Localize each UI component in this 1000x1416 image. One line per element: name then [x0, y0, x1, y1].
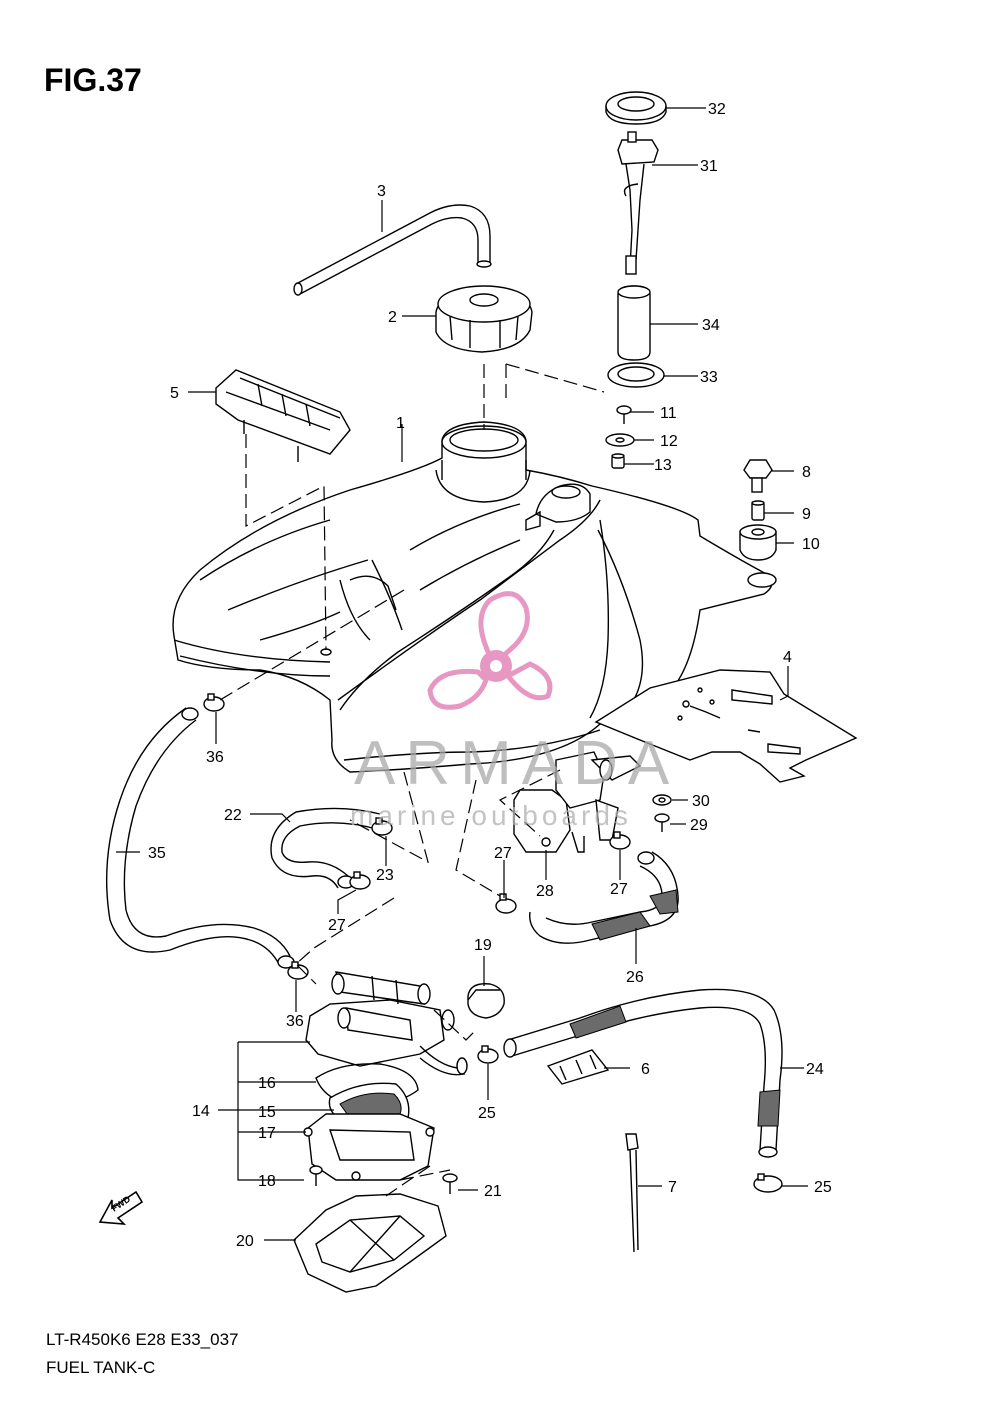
callout-26: 26 — [626, 969, 644, 986]
callout-20: 20 — [236, 1233, 254, 1250]
part-14-fuel-pump — [305, 971, 468, 1076]
part-11-screw — [616, 405, 632, 424]
part-25-clamp-a — [477, 1045, 499, 1064]
arrow-left-icon — [98, 1190, 144, 1225]
callout-35: 35 — [148, 845, 166, 862]
diagram-code: LT-R450K6 E28 E33_037 — [46, 1330, 239, 1349]
callout-numbers: 1 2 3 4 5 6 7 8 9 10 11 12 13 14 15 16 1… — [148, 101, 832, 1250]
part-28-fuel-valve — [513, 751, 642, 853]
part-10-cushion — [739, 524, 777, 561]
callout-25-a: 25 — [478, 1105, 496, 1122]
part-33-gasket — [607, 362, 665, 388]
armada-propeller-logo — [427, 591, 553, 710]
callout-7: 7 — [668, 1179, 677, 1196]
part-17-body — [303, 1113, 435, 1181]
part-12-washer — [605, 433, 635, 447]
callout-36-a: 36 — [206, 749, 224, 766]
part-7-cable-tie — [625, 1133, 639, 1253]
part-6-guard — [546, 1049, 610, 1085]
callout-8: 8 — [802, 464, 811, 481]
part-24-hose — [503, 988, 783, 1158]
callout-4: 4 — [783, 649, 792, 666]
part-18-screw — [309, 1165, 323, 1186]
callout-18: 18 — [258, 1173, 276, 1190]
callout-17: 17 — [258, 1125, 276, 1142]
part-23-clamp — [371, 817, 393, 836]
callout-29: 29 — [690, 817, 708, 834]
diagram-name: FUEL TANK-C — [46, 1358, 156, 1377]
part-26-hose — [529, 851, 679, 944]
part-2-fuel-cap — [435, 285, 533, 353]
alignment-lines — [219, 363, 605, 1197]
part-3-vent-hose — [293, 204, 492, 296]
callout-25-b: 25 — [814, 1179, 832, 1196]
fwd-marker: FWD — [98, 1190, 144, 1225]
callout-24: 24 — [806, 1061, 824, 1078]
part-20-bracket — [293, 1193, 447, 1293]
callout-6: 6 — [641, 1061, 650, 1078]
part-4-plate — [594, 669, 858, 783]
callout-27-a: 27 — [328, 917, 346, 934]
part-8-bolt — [743, 459, 773, 493]
part-5-pad — [215, 369, 351, 462]
callout-31: 31 — [700, 158, 718, 175]
part-30-washer — [652, 794, 672, 806]
callout-22: 22 — [224, 807, 242, 824]
callout-10: 10 — [802, 536, 820, 553]
callout-21: 21 — [484, 1183, 502, 1200]
part-31-sensor-head — [617, 131, 659, 275]
callout-13: 13 — [654, 457, 672, 474]
callout-33: 33 — [700, 369, 718, 386]
leader-lines — [116, 107, 808, 1241]
callout-1: 1 — [396, 415, 405, 432]
part-27-clamp-c — [609, 831, 631, 850]
part-19-cap — [467, 983, 505, 1019]
part-27-clamp-b — [495, 893, 517, 914]
callout-14: 14 — [192, 1103, 210, 1120]
callout-9: 9 — [802, 506, 811, 523]
part-27-clamp-a — [349, 871, 371, 890]
callout-32: 32 — [708, 101, 726, 118]
part-29-screw — [654, 813, 670, 832]
part-32-seal-ring — [605, 91, 667, 125]
watermark-name: ARMADA — [354, 729, 680, 798]
callout-12: 12 — [660, 433, 678, 450]
callout-11: 11 — [660, 405, 677, 422]
callout-34: 34 — [702, 317, 720, 334]
callout-30: 30 — [692, 793, 710, 810]
callout-15: 15 — [258, 1104, 276, 1121]
callout-23: 23 — [376, 867, 394, 884]
callout-36-b: 36 — [286, 1013, 304, 1030]
callout-16: 16 — [258, 1075, 276, 1092]
part-13-collar — [611, 453, 625, 469]
watermark-tagline: marine outboards — [350, 800, 632, 831]
callout-19: 19 — [474, 937, 492, 954]
callout-3: 3 — [377, 183, 386, 200]
part-35-hose — [105, 707, 295, 969]
part-25-clamp-b — [753, 1173, 783, 1193]
callout-27-c: 27 — [610, 881, 628, 898]
part-9-collar — [751, 500, 765, 521]
callout-27-b: 27 — [494, 845, 512, 862]
part-36-clamp-a — [203, 693, 225, 712]
part-1-fuel-tank — [172, 421, 777, 773]
part-36-clamp-b — [287, 961, 309, 980]
callout-28: 28 — [536, 883, 554, 900]
part-21-bolt — [442, 1173, 458, 1194]
callout-5: 5 — [170, 385, 179, 402]
figure-title: FIG.37 — [44, 62, 142, 98]
part-34-float — [617, 285, 651, 361]
callout-2: 2 — [388, 309, 397, 326]
